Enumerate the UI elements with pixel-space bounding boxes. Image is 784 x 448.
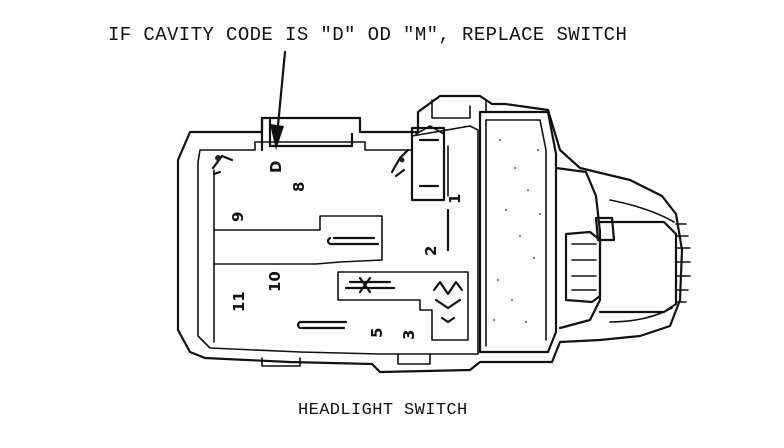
cavity-code-letter: D [267, 161, 285, 173]
knob-small-nut [594, 216, 616, 242]
switch-housing-outline [176, 94, 684, 374]
callout-arrow-line [275, 50, 287, 138]
top-right-notch [431, 99, 487, 119]
left-channel-2 [213, 215, 383, 265]
terminal-label-3: 3 [400, 330, 418, 340]
center-hook-terminal [390, 148, 410, 178]
terminal-label-8: 8 [290, 182, 308, 192]
switch-inner-wall [197, 125, 479, 355]
top-cavity-tab [260, 116, 354, 152]
right-arrow-slot [344, 276, 396, 294]
speckle-texture [493, 139, 541, 323]
knob-right-ridges [675, 223, 691, 303]
callout-arrowhead [270, 124, 284, 150]
terminal-label-9: 9 [229, 212, 247, 222]
knob-outer-curve [609, 199, 675, 323]
right-slot-frame [337, 271, 469, 341]
bottom-foot-right [397, 353, 431, 365]
knob-cap [598, 220, 678, 314]
bottom-slot [296, 320, 348, 330]
zig-terminal [432, 280, 464, 324]
bottom-foot-left [261, 357, 301, 367]
terminal-label-2: 2 [422, 246, 440, 256]
knob-shaft [564, 230, 602, 304]
callout-text: IF CAVITY CODE IS "D" OD "M", REPLACE SW… [108, 24, 628, 46]
left-hook-terminal [211, 154, 234, 176]
terminal-label-10: 10 [266, 271, 284, 292]
knob-housing [554, 166, 602, 330]
terminal-label-11: 11 [230, 291, 248, 312]
terminal-label-1: 1 [446, 194, 464, 204]
right-upper-connector [410, 126, 446, 202]
caption-text: HEADLIGHT SWITCH [298, 401, 468, 420]
terminal-label-5: 5 [368, 328, 386, 338]
connector-shell [478, 110, 558, 354]
center-slot [326, 236, 380, 246]
